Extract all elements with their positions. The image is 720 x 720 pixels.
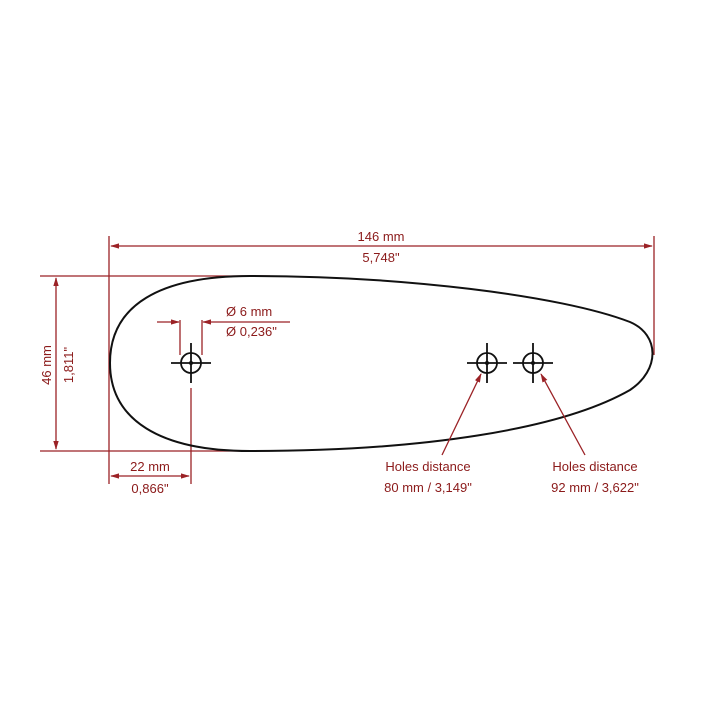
callout-80-value: 80 mm / 3,149" [384, 480, 472, 495]
callout-92-value: 92 mm / 3,622" [551, 480, 639, 495]
callout-92-title: Holes distance [552, 459, 637, 474]
hole-middle [467, 343, 507, 383]
hole-left [171, 343, 211, 383]
edge-to-hole-dimension: 22 mm 0,866" [110, 459, 190, 496]
edge-to-hole-imperial-label: 0,866" [131, 481, 169, 496]
height-dimension: 46 mm 1,811" [39, 277, 76, 450]
hole-diameter-dimension [157, 319, 290, 355]
hole-diameter-imperial-label: Ø 0,236" [226, 324, 277, 339]
leader-lines [441, 373, 586, 456]
edge-to-hole-metric-label: 22 mm [130, 459, 170, 474]
height-metric-label: 46 mm [39, 345, 54, 385]
hole-right [513, 343, 553, 383]
length-dimension: 146 mm 5,748" [110, 229, 653, 265]
part-outline [108, 274, 654, 453]
height-imperial-label: 1,811" [61, 347, 76, 384]
extension-lines [40, 236, 655, 484]
callout-80-title: Holes distance [385, 459, 470, 474]
length-metric-label: 146 mm [358, 229, 405, 244]
hole-diameter-metric-label: Ø 6 mm [226, 304, 272, 319]
length-imperial-label: 5,748" [362, 250, 400, 265]
